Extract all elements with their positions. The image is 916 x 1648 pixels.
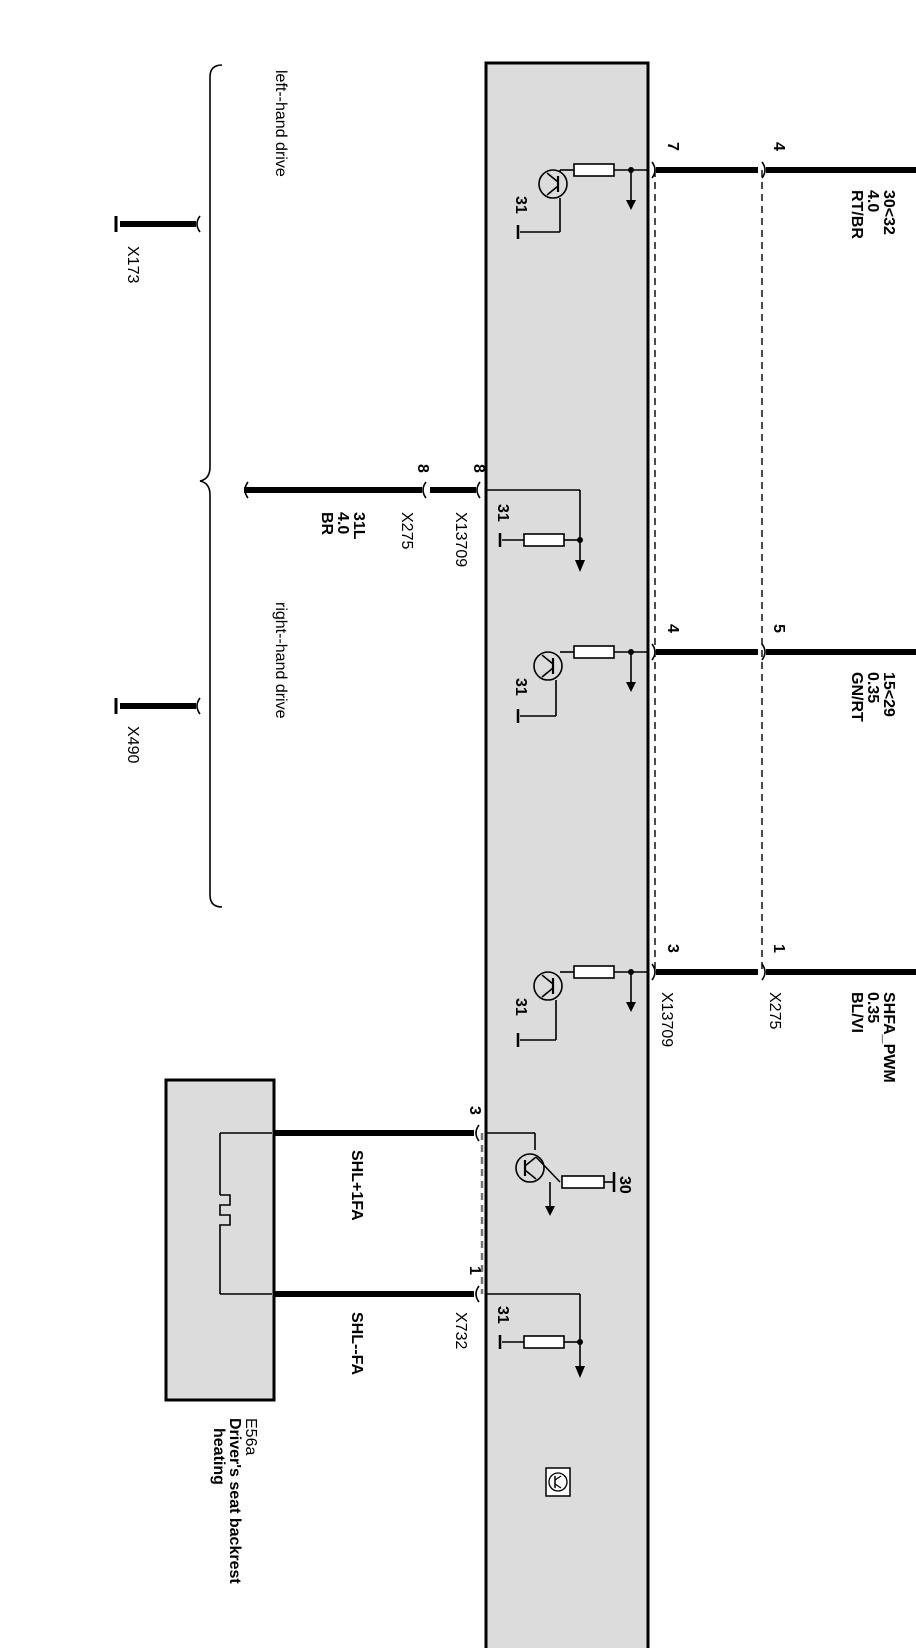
pin-5: 5 bbox=[770, 624, 787, 633]
wire-size-31L: 4.0 bbox=[334, 512, 351, 534]
wire-15-29 bbox=[651, 643, 916, 661]
connector-label-x275-right: X275 bbox=[766, 992, 783, 1029]
wire-31L bbox=[244, 481, 585, 572]
wire-size-30-32: 4.0 bbox=[864, 190, 881, 212]
wire-30-32 bbox=[651, 161, 916, 179]
control-module-icon bbox=[545, 1467, 571, 1497]
ground-point-x173: X173 bbox=[124, 246, 141, 283]
control-module bbox=[484, 61, 650, 1648]
heater-minus-wire bbox=[272, 1285, 585, 1378]
heater-plus-wire bbox=[272, 1124, 616, 1216]
pin-3-x732: 3 bbox=[466, 1106, 483, 1115]
heater-wire-minus-label: SHL--FA bbox=[348, 1312, 365, 1376]
connector-label-x13709-right: X13709 bbox=[658, 992, 675, 1047]
wire-label-shfa-pwm: SHFA_PWM bbox=[880, 992, 897, 1083]
pin-4-x13709: 4 bbox=[664, 624, 681, 633]
component-name-line1: Driver's seat backrest bbox=[226, 1418, 243, 1584]
connector-label-x275-mid: X275 bbox=[398, 512, 415, 549]
pin-8-x275: 8 bbox=[414, 464, 431, 473]
wire-shfa-pwm bbox=[651, 963, 916, 981]
pin-1-x732: 1 bbox=[466, 1266, 483, 1275]
wire-label-30-32: 30<32 bbox=[880, 190, 897, 235]
ground-label-31-c: 31 bbox=[512, 998, 529, 1016]
heater-component bbox=[164, 1078, 276, 1402]
ground-label-31-a: 31 bbox=[512, 196, 529, 214]
right-hand-drive-label: right--hand drive bbox=[272, 602, 289, 719]
pin-8-x13709: 8 bbox=[470, 464, 487, 473]
pin-3-x13709: 3 bbox=[664, 944, 681, 953]
ground-label-31-e: 31 bbox=[494, 1306, 511, 1324]
pin-4-x275: 4 bbox=[770, 142, 787, 151]
supply-label-30: 30 bbox=[616, 1176, 633, 1194]
pin-1-x275: 1 bbox=[770, 944, 787, 953]
connector-label-x13709-mid: X13709 bbox=[452, 512, 469, 567]
component-id: E56a bbox=[242, 1418, 259, 1455]
output-stage-1 bbox=[516, 163, 648, 241]
wire-color-31L: BR bbox=[318, 512, 335, 536]
heater-wire-plus-label: SHL+1FA bbox=[348, 1150, 365, 1221]
wire-label-15-29: 15<29 bbox=[880, 672, 897, 717]
wire-color-30-32: RT/BR bbox=[848, 190, 865, 239]
wire-size-15-29: 0.35 bbox=[864, 672, 881, 703]
ground-x490 bbox=[114, 697, 201, 715]
output-stage-2 bbox=[516, 645, 648, 725]
ground-point-x490: X490 bbox=[124, 726, 141, 763]
left-hand-drive-label: left--hand drive bbox=[272, 70, 289, 177]
drive-brace bbox=[199, 64, 223, 908]
ground-label-31-d: 31 bbox=[494, 504, 511, 522]
wire-color-15-29: GN/RT bbox=[848, 672, 865, 722]
pin-7: 7 bbox=[664, 142, 681, 151]
connector-label-x732: X732 bbox=[452, 1312, 469, 1349]
wire-label-31L: 31L bbox=[350, 512, 367, 540]
component-name-line2: heating bbox=[210, 1428, 227, 1485]
wire-size-shfa-pwm: 0.35 bbox=[864, 992, 881, 1023]
ground-x173 bbox=[114, 215, 201, 233]
wire-color-shfa-pwm: BL/VI bbox=[848, 992, 865, 1033]
ground-label-31-b: 31 bbox=[512, 678, 529, 696]
output-stage-3 bbox=[516, 965, 648, 1049]
